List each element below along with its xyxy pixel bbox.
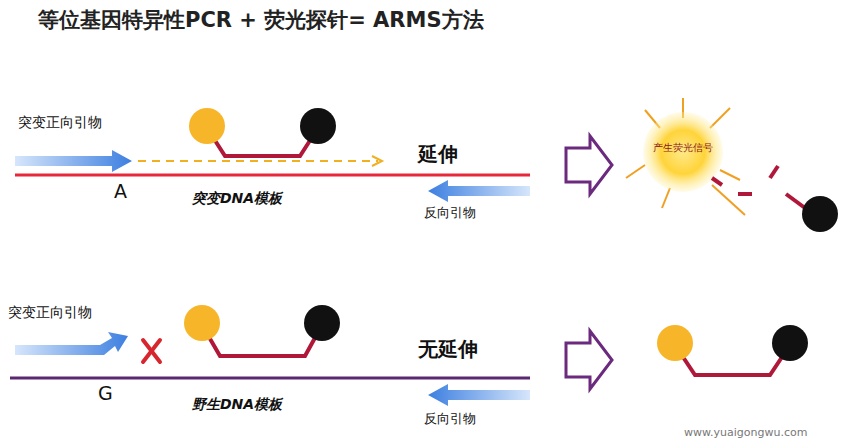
primer-label: 反向引物	[424, 206, 476, 221]
forward-primer	[15, 150, 132, 172]
base-label: G	[98, 383, 113, 405]
quencher	[304, 305, 340, 341]
fluorophore	[189, 108, 225, 144]
intact-probe	[675, 345, 790, 375]
result-arrow	[566, 136, 612, 194]
free-quencher	[802, 196, 838, 232]
signal-text: 产生荧光信号	[653, 141, 713, 155]
template-label: 野生DNA模板	[192, 396, 282, 412]
extension-label: 延伸	[418, 143, 458, 166]
fluorophore	[657, 325, 693, 361]
probe-strand	[202, 325, 322, 356]
extension-head	[372, 156, 382, 166]
no-extension-mark	[143, 340, 160, 362]
primer-label: 突变正向引物	[18, 114, 102, 130]
fluorescence-glow	[643, 112, 723, 192]
light-rays	[626, 98, 745, 215]
primer-label: 突变正向引物	[8, 304, 92, 320]
title: 等位基因特异性PCR + 荧光探针= ARMS方法	[38, 8, 484, 32]
signal-circle: 产生荧光信号	[651, 139, 715, 157]
mismatched-primer	[15, 332, 128, 355]
fluorophore	[184, 305, 220, 341]
reverse-primer	[428, 384, 530, 406]
template-label: 突变DNA模板	[192, 190, 282, 206]
mutant-template	[15, 174, 530, 177]
probe-fragments	[712, 166, 805, 208]
quencher	[300, 108, 336, 144]
wild-template	[10, 377, 530, 380]
base-label: A	[114, 181, 127, 203]
primer-label: 反向引物	[424, 412, 476, 427]
reverse-primer	[428, 180, 530, 202]
extension-label: 无延伸	[418, 338, 478, 361]
extension	[138, 160, 378, 162]
quencher	[772, 325, 808, 361]
watermark: www.yuaigongwu.com	[684, 427, 807, 440]
result-arrow	[566, 331, 612, 389]
